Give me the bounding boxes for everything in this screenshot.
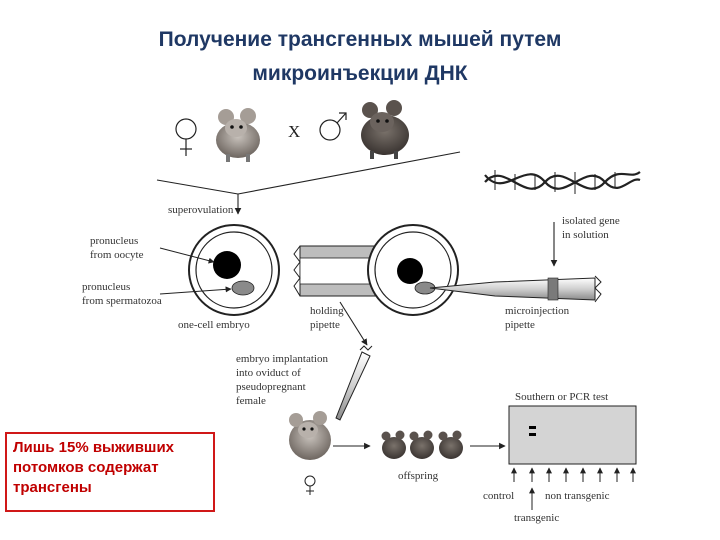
mating-lines: [156, 151, 461, 215]
offspring-label: offspring: [398, 470, 439, 482]
lane-arrows: [511, 467, 636, 510]
oocyte-pronucleus: [213, 251, 241, 279]
one-cell-embryo: [188, 224, 280, 316]
holding-pipette-label-1: holding: [310, 305, 344, 317]
female-symbol-icon: [175, 118, 197, 156]
southern-test-label: Southern or PCR test: [515, 391, 608, 403]
male-symbol-icon: [319, 112, 347, 141]
male-mouse-icon: [361, 100, 409, 159]
microinjection-label-2: pipette: [505, 319, 535, 331]
microinjection-pipette: [429, 275, 602, 303]
note-line-3: трансгены: [13, 479, 92, 496]
superovulation-label: superovulation: [168, 204, 234, 216]
female-mouse-icon: [216, 108, 260, 162]
pronucleus-oocyte-label-1: pronucleus: [90, 235, 138, 247]
holding-pipette: [293, 245, 381, 297]
pronucleus-sperm-label-2: from spermatozoa: [82, 295, 162, 307]
pronucleus-sperm-label-1: pronucleus: [82, 281, 130, 293]
embryo-under-injection: [367, 224, 459, 316]
female-symbol-small-icon: [304, 475, 316, 495]
gel-band: [529, 433, 536, 436]
page-title-line-1: Получение трансгенных мышей путем: [158, 28, 562, 51]
transgenic-label: transgenic: [514, 512, 559, 524]
one-cell-embryo-label: one-cell embryo: [178, 319, 250, 331]
control-label: control: [483, 490, 514, 502]
implantation-pipette: [335, 345, 373, 421]
implantation-label-3: pseudopregnant: [236, 381, 306, 393]
implantation-label-1: embryo implantation: [236, 353, 328, 365]
holding-pipette-label-2: pipette: [310, 319, 340, 331]
pseudopregnant-mouse-icon: [289, 411, 331, 460]
gel-box: [508, 405, 637, 465]
non-transgenic-label: non transgenic: [545, 490, 610, 502]
isolated-gene-label-2: in solution: [562, 229, 609, 241]
cross-symbol: X: [288, 122, 300, 141]
microinjection-label-1: microinjection: [505, 305, 570, 317]
implantation-arrow: [339, 301, 368, 346]
transgene-note-box: Лишь 15% выживших потомков содержат тран…: [5, 432, 215, 512]
implantation-label-2: into oviduct of: [236, 367, 301, 379]
gel-band: [529, 426, 536, 429]
page-title-line-2: микроинъекции ДНК: [252, 62, 468, 85]
dna-helix-icon: [484, 170, 641, 194]
implantation-label-4: female: [236, 395, 266, 407]
pronucleus-oocyte-label-2: from oocyte: [90, 249, 144, 261]
offspring-mice-icon: [381, 430, 463, 459]
note-line-1: Лишь 15% выживших: [13, 439, 175, 456]
note-line-2: потомков содержат: [13, 459, 159, 476]
isolated-gene-label-1: isolated gene: [562, 215, 620, 227]
sperm-pronucleus: [231, 280, 255, 296]
